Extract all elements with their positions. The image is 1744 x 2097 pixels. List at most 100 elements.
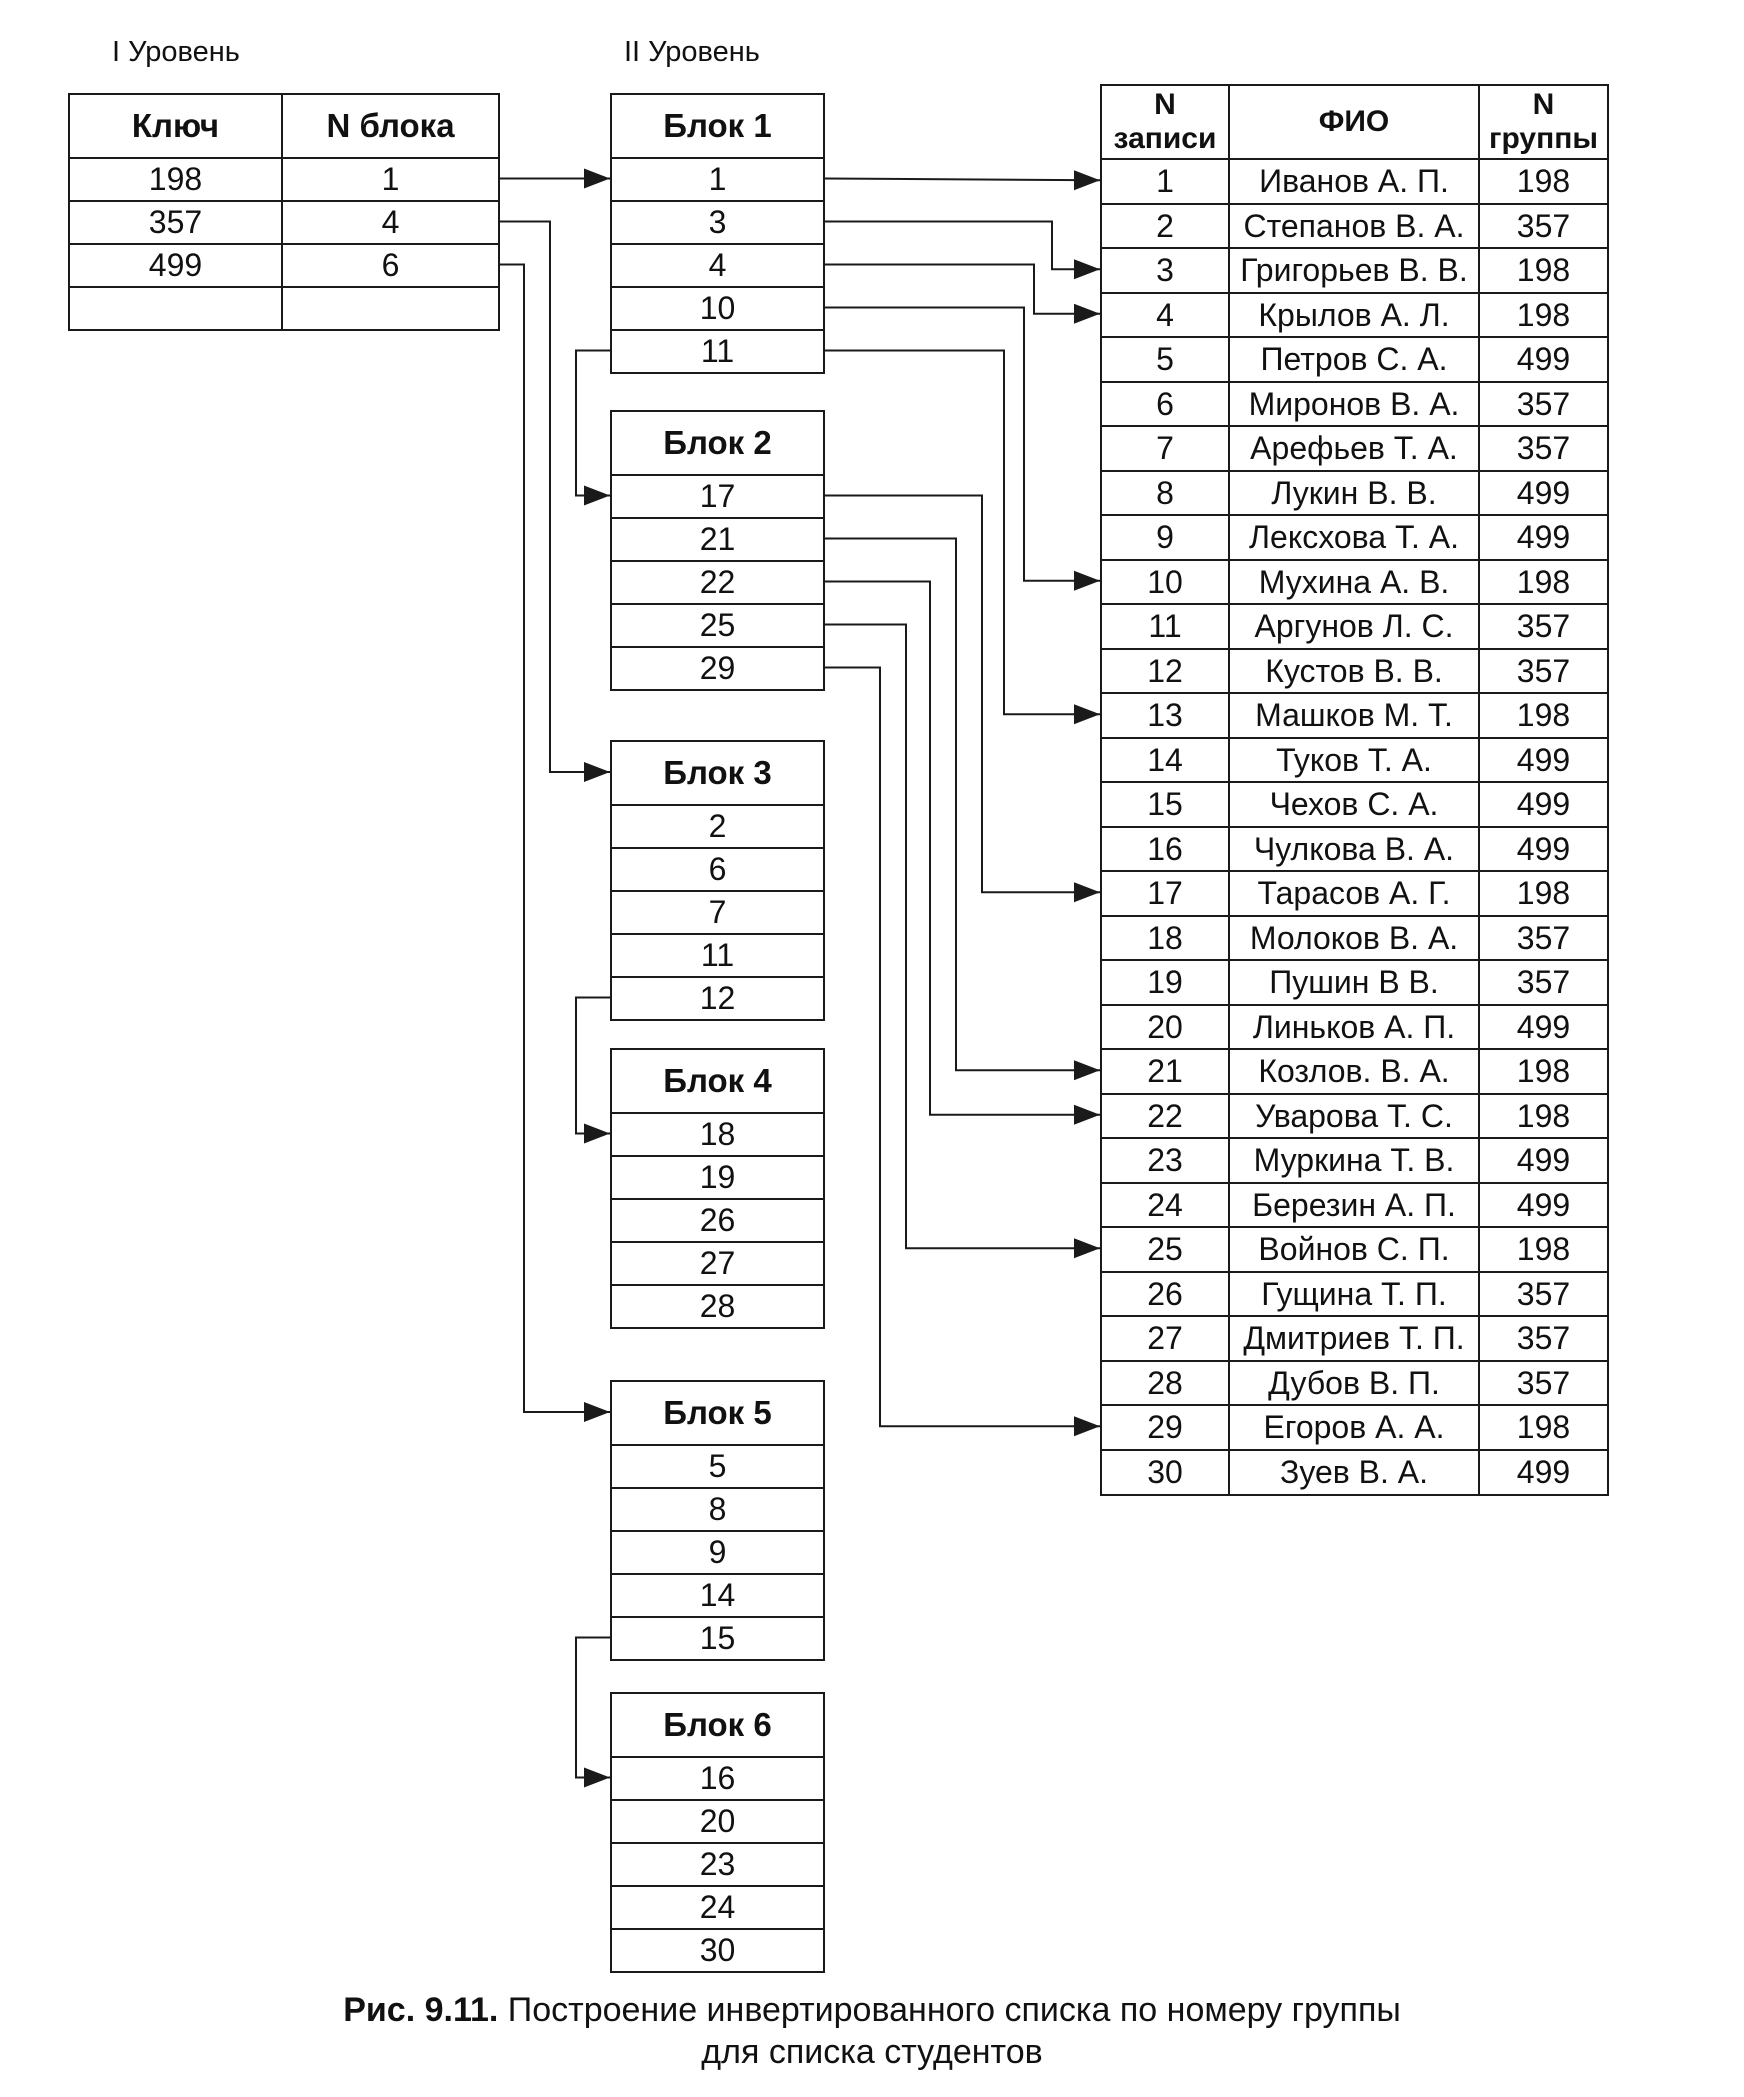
block-1-title: Блок 1 <box>610 93 825 159</box>
record-group-cell: 198 <box>1478 158 1609 205</box>
record-number-cell: 20 <box>1100 1003 1230 1051</box>
index-block-cell: 6 <box>281 243 500 288</box>
record-group-cell: 198 <box>1478 247 1609 294</box>
block-2-item: 22 <box>610 560 825 605</box>
record-name-cell: Молоков В. А. <box>1228 914 1480 962</box>
record-group-cell: 198 <box>1478 558 1609 606</box>
figure-caption-line-2: для списка студентов <box>701 2033 1043 2071</box>
block-5-item: 5 <box>610 1444 825 1489</box>
record-name-cell: Мухина А. В. <box>1228 558 1480 606</box>
arrow-head-icon <box>584 1123 610 1144</box>
record-name-cell: Григорьев В. В. <box>1228 247 1480 294</box>
link-block1-record-4 <box>825 263 1100 315</box>
block-3-item: 6 <box>610 847 825 892</box>
block-6-item: 30 <box>610 1928 825 1973</box>
record-name-cell: Тарасов А. Г. <box>1228 870 1480 917</box>
figure-caption: Рис. 9.11. Построение инвертированного с… <box>0 1990 1744 2030</box>
record-group-cell: 499 <box>1478 469 1609 517</box>
block-2-item: 17 <box>610 474 825 519</box>
link-chain-block3-block4 <box>575 996 610 1135</box>
block-5-item: 8 <box>610 1487 825 1532</box>
link-chain-block1-block2 <box>575 349 610 497</box>
record-name-cell: Линьков А. П. <box>1228 1003 1480 1051</box>
arrow-head-icon <box>1074 1060 1100 1081</box>
arrow-head-icon <box>1074 303 1100 324</box>
block-5-item: 15 <box>610 1616 825 1661</box>
link-block1-record-10 <box>825 306 1100 582</box>
link-block1-record-3 <box>825 220 1100 271</box>
arrow-head-icon <box>584 1402 610 1422</box>
link-block2-record-17 <box>825 494 1100 894</box>
record-number-cell: 15 <box>1100 781 1230 828</box>
record-group-cell: 357 <box>1478 914 1609 962</box>
record-name-cell: Туков Т. А. <box>1228 736 1480 784</box>
link-chain-block5-block6 <box>575 1636 610 1779</box>
record-name-cell: Дмитриев Т. П. <box>1228 1315 1480 1362</box>
level-1-label: I Уровень <box>112 36 240 68</box>
record-name-cell: Козлов. В. А. <box>1228 1048 1480 1095</box>
arrow-head-icon <box>584 1767 610 1788</box>
record-group-cell: 499 <box>1478 1181 1609 1229</box>
record-number-cell: 8 <box>1100 469 1230 517</box>
arrow-head-icon <box>1074 1416 1100 1437</box>
block-6-item: 20 <box>610 1799 825 1844</box>
arrow-head-icon <box>584 168 610 189</box>
record-name-cell: Пушин В В. <box>1228 959 1480 1006</box>
caption-prefix: Рис. 9.11. <box>343 1991 499 2029</box>
record-number-cell: 2 <box>1100 202 1230 250</box>
record-number-cell: 5 <box>1100 336 1230 383</box>
arrow-head-icon <box>1074 882 1100 903</box>
block-1-item: 11 <box>610 329 825 374</box>
record-group-cell: 499 <box>1478 1448 1609 1496</box>
record-name-cell: Уварова Т. С. <box>1228 1092 1480 1140</box>
index-block-cell: 1 <box>281 157 500 202</box>
arrow-head-icon <box>1074 704 1100 725</box>
link-block2-record-29 <box>825 666 1100 1428</box>
arrow-head-icon <box>1074 170 1100 191</box>
index-header-1: N блока <box>281 93 500 159</box>
record-number-cell: 27 <box>1100 1315 1230 1362</box>
link-block2-record-21 <box>825 537 1100 1072</box>
index-block-cell <box>281 286 500 331</box>
link-block1-record-13 <box>825 349 1100 716</box>
record-group-cell: 198 <box>1478 1404 1609 1451</box>
record-group-cell: 357 <box>1478 1270 1609 1318</box>
block-2-item: 21 <box>610 517 825 562</box>
record-number-cell: 21 <box>1100 1048 1230 1095</box>
records-header-1: ФИО <box>1228 84 1480 160</box>
block-4-item: 27 <box>610 1241 825 1286</box>
record-name-cell: Чулкова В. А. <box>1228 825 1480 873</box>
index-key-cell: 499 <box>68 243 283 288</box>
record-name-cell: Аргунов Л. С. <box>1228 603 1480 650</box>
block-2-title: Блок 2 <box>610 410 825 476</box>
record-group-cell: 499 <box>1478 825 1609 873</box>
arrow-head-icon <box>584 762 610 782</box>
record-name-cell: Березин А. П. <box>1228 1181 1480 1229</box>
record-number-cell: 9 <box>1100 514 1230 561</box>
record-number-cell: 1 <box>1100 158 1230 205</box>
record-group-cell: 357 <box>1478 202 1609 250</box>
record-name-cell: Машков М. Т. <box>1228 692 1480 739</box>
arrow-head-icon <box>1074 259 1100 280</box>
arrow-head-icon <box>584 485 610 506</box>
record-name-cell: Иванов А. П. <box>1228 158 1480 205</box>
record-name-cell: Лукин В. В. <box>1228 469 1480 517</box>
record-name-cell: Арефьев Т. А. <box>1228 425 1480 472</box>
block-4-item: 19 <box>610 1155 825 1200</box>
block-6-item: 23 <box>610 1842 825 1887</box>
level-2-label: II Уровень <box>624 36 760 68</box>
block-2-item: 29 <box>610 646 825 691</box>
record-number-cell: 12 <box>1100 647 1230 695</box>
record-number-cell: 18 <box>1100 914 1230 962</box>
block-3-item: 12 <box>610 976 825 1021</box>
record-number-cell: 6 <box>1100 380 1230 428</box>
link-key-357 <box>498 220 610 773</box>
block-3-title: Блок 3 <box>610 740 825 806</box>
record-name-cell: Зуев В. А. <box>1228 1448 1480 1496</box>
link-key-499 <box>498 263 610 1413</box>
record-group-cell: 499 <box>1478 336 1609 383</box>
block-6-title: Блок 6 <box>610 1692 825 1758</box>
